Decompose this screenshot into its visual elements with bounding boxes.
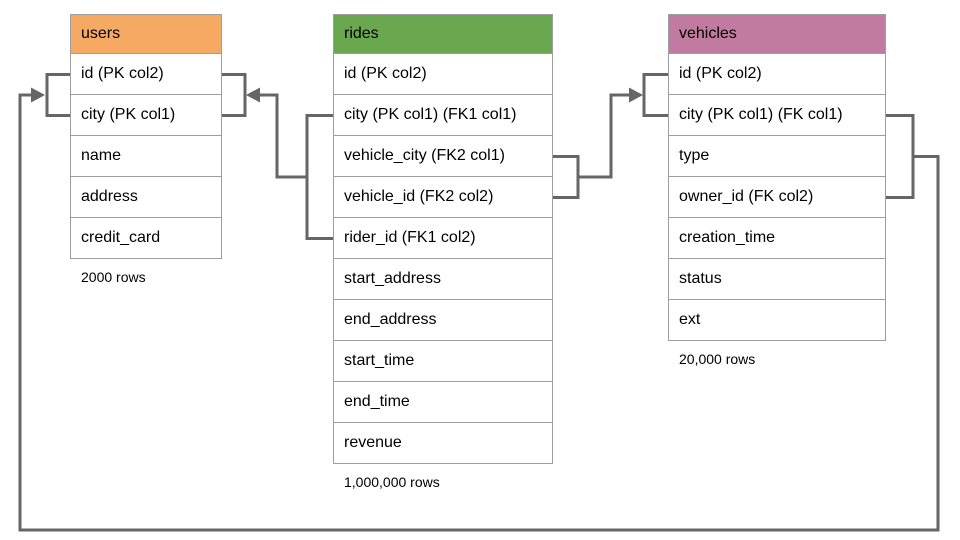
relationship-rides-to-vehicles <box>553 73 668 199</box>
users-right-bracket <box>222 73 247 117</box>
table-rides-column-row: vehicle_city (FK2 col1) <box>333 136 553 177</box>
table-rides-column-row: vehicle_id (FK2 col2) <box>333 177 553 218</box>
rides-right-bracket <box>553 155 580 199</box>
table-vehicles-column-row: type <box>668 136 886 177</box>
table-header-vehicles: vehicles <box>668 14 886 54</box>
relationship-rides-to-users <box>222 73 333 240</box>
users-left-bracket <box>45 73 70 117</box>
relationship-vehicles-to-users <box>18 73 940 532</box>
table-rides-column-row: id (PK col2) <box>333 54 553 95</box>
table-vehicles-column-row: status <box>668 259 886 300</box>
table-users-column-row: city (PK col1) <box>70 95 222 136</box>
rides-left-bracket <box>305 114 333 240</box>
table-rides-rowcount: 1,000,000 rows <box>344 474 440 490</box>
table-header-rides: rides <box>333 14 553 54</box>
rides-to-users-connector <box>259 93 307 179</box>
table-vehicles-rowcount: 20,000 rows <box>679 351 756 367</box>
table-rides-column-row: city (PK col1) (FK1 col1) <box>333 95 553 136</box>
table-vehicles-column-row: id (PK col2) <box>668 54 886 95</box>
table-rides-column-row: start_address <box>333 259 553 300</box>
table-header-users: users <box>70 14 222 54</box>
table-users-column-row: name <box>70 136 222 177</box>
table-vehicles-column-row: owner_id (FK col2) <box>668 177 886 218</box>
table-rides-column-row: rider_id (FK1 col2) <box>333 218 553 259</box>
table-vehicles-column-row: creation_time <box>668 218 886 259</box>
table-vehicles-column-row: city (PK col1) (FK col1) <box>668 95 886 136</box>
arrowhead-vehicles-to-users <box>31 87 45 103</box>
table-rides-column-row: end_time <box>333 382 553 423</box>
vehicles-left-bracket <box>642 73 668 117</box>
table-users-rowcount: 2000 rows <box>81 269 146 285</box>
arrowhead-rides-to-users <box>246 87 260 103</box>
arrowhead-rides-to-vehicles <box>629 87 643 103</box>
table-rides-column-row: end_address <box>333 300 553 341</box>
vehicles-right-bracket <box>886 114 915 199</box>
table-vehicles-column-row: ext <box>668 300 886 341</box>
vehicles-to-users-connector <box>18 93 940 532</box>
table-users-column-row: credit_card <box>70 218 222 259</box>
rides-to-vehicles-connector <box>578 93 629 179</box>
table-rides-column-row: revenue <box>333 423 553 464</box>
table-rides-column-row: start_time <box>333 341 553 382</box>
table-users-column-row: address <box>70 177 222 218</box>
table-users-column-row: id (PK col2) <box>70 54 222 95</box>
